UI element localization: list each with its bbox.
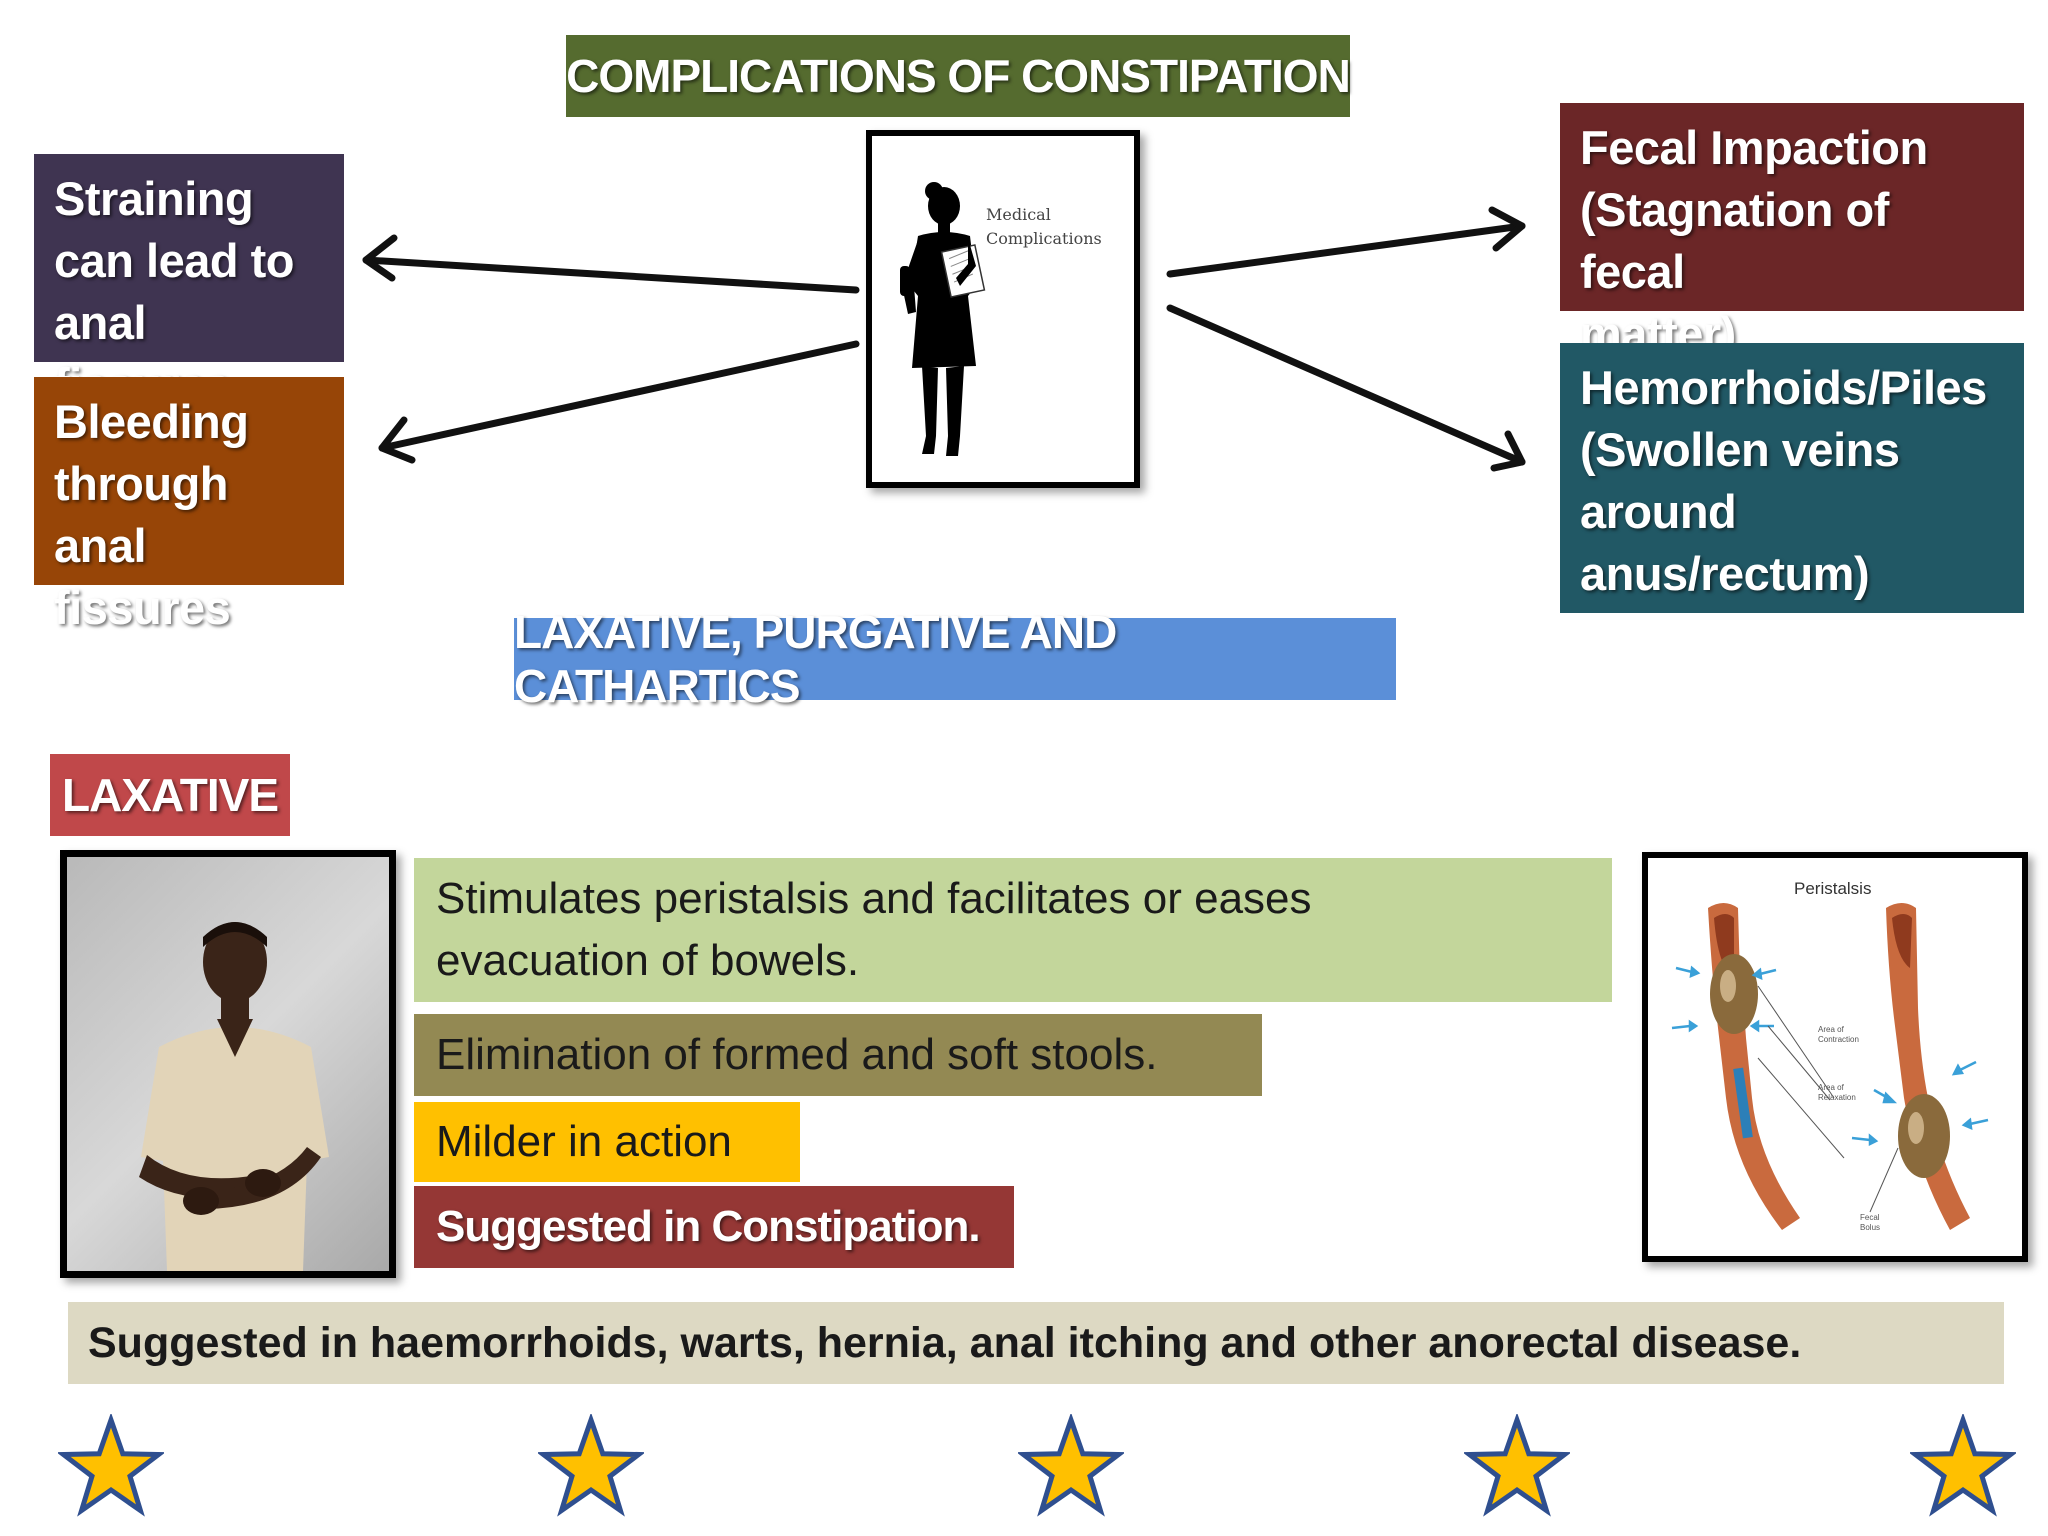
arrow-to-fecal-impaction [1166, 222, 1526, 278]
star-icon [1462, 1412, 1572, 1520]
straining-box: Straining can lead to anal fissures [34, 154, 344, 411]
label-contraction-2: Contraction [1818, 1035, 1859, 1044]
hemorrhoids-line-1: Hemorrhoids/Piles [1580, 361, 1987, 414]
star-icon [56, 1412, 166, 1520]
star-icon [536, 1412, 646, 1520]
arrow-to-straining [362, 256, 860, 294]
fecal-line-2: (Stagnation of fecal [1580, 183, 1889, 298]
fecal-line-1: Fecal Impaction [1580, 121, 1928, 174]
medical-complications-image: Medical Complications [866, 130, 1140, 488]
peristalsis-intestine-icon: Peristalsis Area of [1671, 879, 1989, 1232]
arrow-to-bleeding [378, 340, 860, 452]
laxative-purgative-title: LAXATIVE, PURGATIVE AND CATHARTICS [514, 606, 1396, 712]
label-bolus-2: Bolus [1860, 1223, 1880, 1232]
star-icon [1016, 1412, 1126, 1520]
anorectal-text: Suggested in haemorrhoids, warts, hernia… [88, 1318, 1802, 1367]
bleeding-line-1: Bleeding [54, 395, 249, 448]
straining-line-2: can lead to [54, 234, 295, 287]
bleeding-line-2: through anal [54, 457, 229, 572]
hemorrhoids-line-3: around [1580, 485, 1737, 538]
suggested-constipation-bar: Suggested in Constipation. [414, 1186, 1014, 1268]
stimulates-line-1: Stimulates peristalsis and facilitates o… [436, 874, 1312, 923]
image-caption-line2: Complications [986, 229, 1102, 248]
elimination-bar: Elimination of formed and soft stools. [414, 1014, 1262, 1096]
peristalsis-diagram: Peristalsis Area of [1642, 852, 2028, 1262]
label-relaxation-2: Relaxation [1818, 1093, 1856, 1102]
fecal-impaction-box: Fecal Impaction (Stagnation of fecal mat… [1560, 103, 2024, 360]
arrowhead-bleeding [378, 416, 416, 464]
milder-action-bar: Milder in action [414, 1102, 800, 1182]
man-figure-icon [139, 922, 329, 1271]
arrowhead-straining [362, 234, 398, 282]
bleeding-line-3: fissures [54, 581, 231, 634]
laxative-label: LAXATIVE [50, 754, 290, 836]
hemorrhoids-box: Hemorrhoids/Piles (Swollen veins around … [1560, 343, 2024, 613]
stimulates-peristalsis-bar: Stimulates peristalsis and facilitates o… [414, 858, 1612, 1002]
label-bolus-1: Fecal [1860, 1213, 1880, 1222]
star-icon [1908, 1412, 2018, 1520]
straining-line-1: Straining [54, 172, 254, 225]
stimulates-line-2: evacuation of bowels. [436, 936, 860, 985]
man-stomach-pain-photo [60, 850, 396, 1278]
arrowhead-fecal-impaction [1488, 206, 1526, 252]
peristalsis-title: Peristalsis [1794, 879, 1871, 898]
anorectal-bottom-bar: Suggested in haemorrhoids, warts, hernia… [68, 1302, 2004, 1384]
suggested-constipation-text: Suggested in Constipation. [436, 1202, 981, 1251]
bleeding-box: Bleeding through anal fissures [34, 377, 344, 634]
label-relaxation-1: Area of [1818, 1083, 1845, 1092]
arrow-to-hemorrhoids [1166, 304, 1526, 466]
doctor-silhouette-icon: Medical Complications [900, 182, 1102, 456]
image-caption-line1: Medical [986, 205, 1051, 224]
elimination-text: Elimination of formed and soft stools. [436, 1030, 1158, 1079]
arrowhead-hemorrhoids [1490, 430, 1526, 472]
complications-title: COMPLICATIONS OF CONSTIPATION [566, 35, 1351, 117]
milder-text: Milder in action [436, 1117, 732, 1166]
label-contraction-1: Area of [1818, 1025, 1845, 1034]
hemorrhoids-line-4: anus/rectum) [1580, 547, 1870, 600]
hemorrhoids-line-2: (Swollen veins [1580, 423, 1900, 476]
